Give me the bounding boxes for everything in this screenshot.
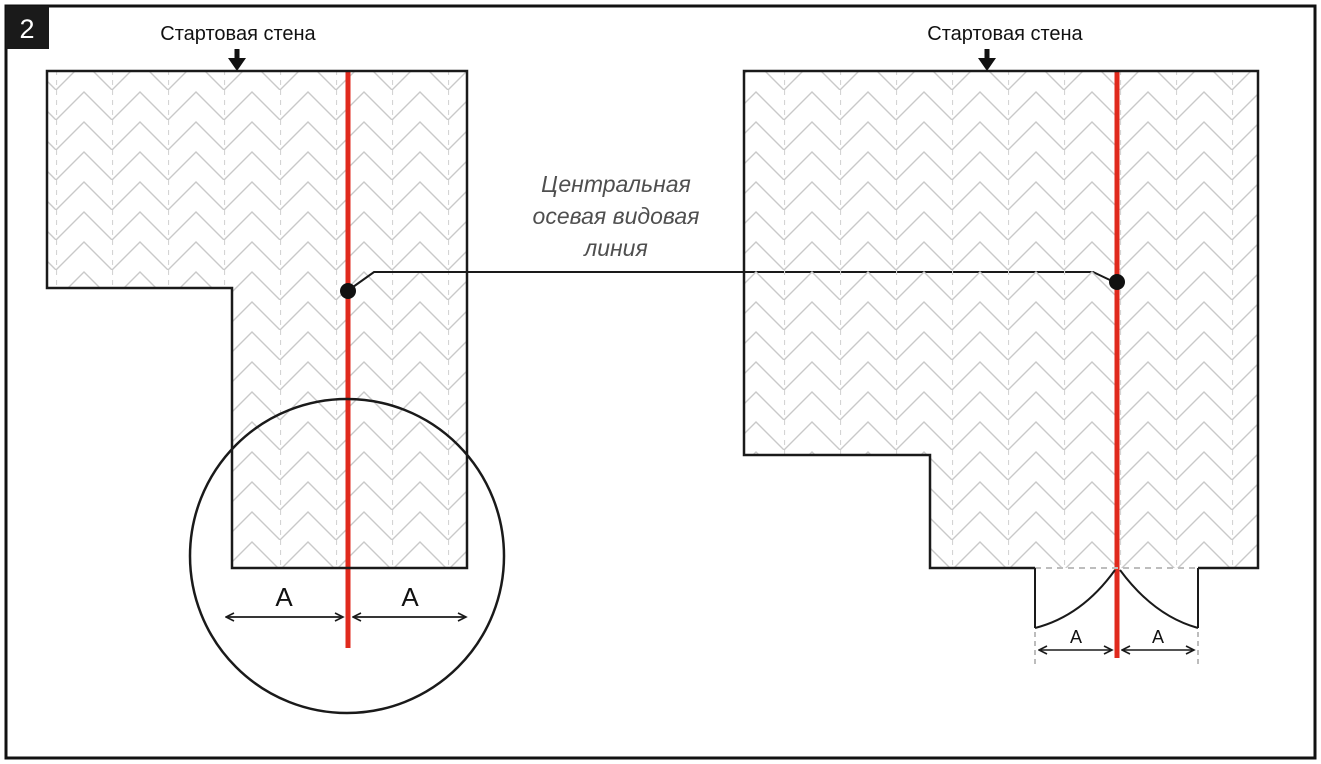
right-floor-hatch (744, 71, 1258, 568)
right-axis-point (1109, 274, 1125, 290)
left-dimension-label-a1: А (275, 582, 293, 612)
right-flap-left-arc (1034, 569, 1116, 629)
right-wall-label: Стартовая стена (927, 23, 1083, 45)
magnifier-circle (188, 397, 506, 715)
frame-border (4, 4, 1317, 760)
left-floor-hatch (47, 71, 467, 568)
left-wall-label: Стартовая стена (160, 23, 316, 45)
left-dimension-label-a2: А (401, 582, 419, 612)
page-number: 2 (19, 14, 34, 44)
right-dimension-label-a1: А (1070, 627, 1082, 647)
right-dimension-label-a2: А (1152, 627, 1164, 647)
page-number-badge (6, 6, 49, 49)
center-axis-label-line2: осевая видовая (533, 203, 700, 229)
right-floor-outline (742, 69, 1260, 570)
left-floor-outline (45, 69, 469, 570)
right-flap-right-arc (1119, 569, 1199, 629)
center-axis-label-line1: Центральная (541, 171, 691, 197)
right-wall-arrow-icon (978, 58, 996, 71)
center-axis-label-line3: линия (582, 235, 648, 261)
left-axis-point (340, 283, 356, 299)
left-wall-arrow-icon (228, 58, 246, 71)
